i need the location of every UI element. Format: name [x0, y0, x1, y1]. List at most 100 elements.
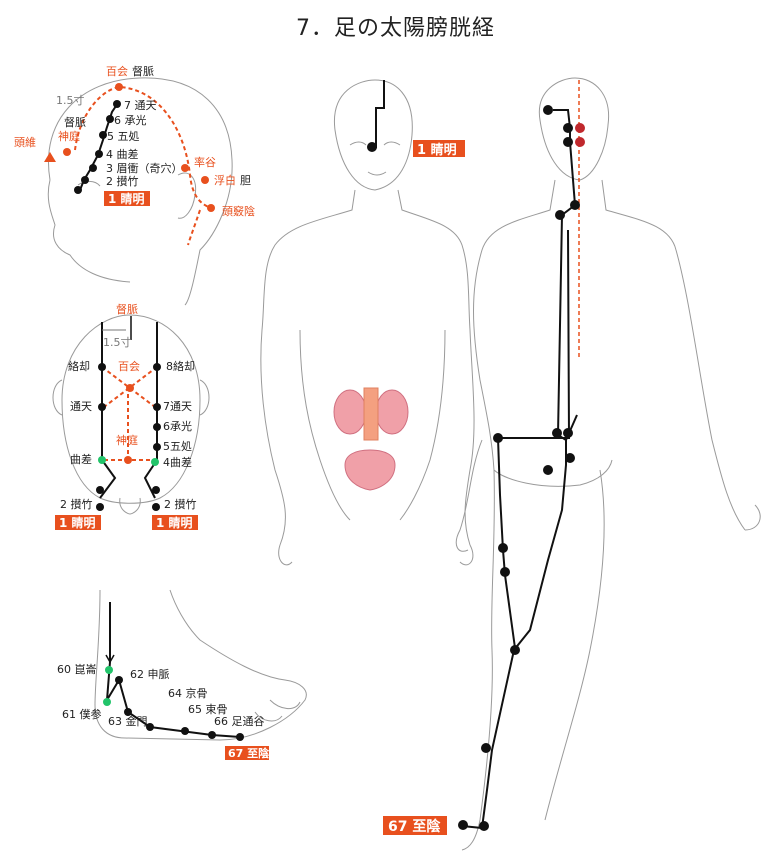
back-bladder-route-main: [461, 109, 577, 830]
head-top-right-channel: [143, 322, 158, 499]
back-point-9: [563, 428, 573, 438]
point-konron: [105, 666, 113, 674]
point-ashitsukoku: [208, 731, 216, 739]
label-p4: 4 曲差: [106, 147, 139, 161]
label-foot-63: 63 金門: [108, 714, 148, 728]
foot-outline: [94, 589, 307, 741]
fuhaku-point: [201, 176, 209, 184]
back-point-11: [565, 453, 575, 463]
back-point-6: [570, 200, 580, 210]
point-kinmon: [124, 708, 132, 716]
kidney-left: [333, 389, 367, 435]
urinary-bladder: [344, 449, 396, 491]
point-shintei-top: [124, 456, 132, 464]
front-head-outline: [334, 79, 413, 191]
page-title: 7．足の太陽膀胱経: [296, 16, 495, 41]
head-side-point-4: [95, 150, 103, 158]
point-shinmyaku: [115, 676, 123, 684]
point-seimei-right: [152, 503, 160, 511]
label-zui: 頭維: [14, 136, 36, 149]
point-shoko-right: [153, 423, 161, 431]
back-point-15: [510, 645, 520, 655]
label-top-kyokusa-left: 曲差: [70, 452, 92, 466]
ureters: [363, 387, 379, 441]
foot-side-view: 60 崑崙 62 申脈 64 京骨 61 僕参 63 金門 65 束骨 66 足…: [57, 589, 307, 760]
foot-arrowhead: [105, 654, 115, 664]
label-top-sanchiku-right: 2 攅竹: [164, 497, 197, 511]
front-body-outline: [260, 189, 475, 546]
point-tsuten-right: [153, 403, 161, 411]
tag-shiin-foot-bg: [225, 746, 269, 760]
point-seimei-left: [96, 503, 104, 511]
label-tokumyaku: 督脈: [132, 64, 154, 78]
label-shintei: 神庭: [58, 129, 80, 143]
back-head-outline: [538, 77, 610, 181]
point-bokushin: [103, 698, 111, 706]
label-top-sanchiku-left: 2 攅竹: [60, 497, 93, 511]
tag-shiin-back: 67 至陰: [388, 818, 441, 835]
head-side-point-3: [89, 164, 97, 172]
label-top-kyokusa-right: 4曲差: [163, 455, 192, 469]
shintei-point: [63, 148, 71, 156]
label-foot-65: 65 束骨: [188, 703, 228, 716]
point-gosho-right: [153, 443, 161, 451]
label-tokumyaku-2: 督脈: [64, 115, 86, 129]
point-rakkyaku-right: [153, 363, 161, 371]
back-point-5: [575, 137, 585, 147]
head-side-point-2: [81, 176, 89, 184]
point-kyokusa-right: [151, 458, 159, 466]
label-1-5sun: 1.5寸: [56, 93, 85, 107]
head-side-point-1: [74, 186, 82, 194]
label-foot-62: 62 申脈: [130, 667, 170, 681]
hyakue-point: [115, 83, 123, 91]
head-side-point-5: [99, 131, 107, 139]
head-side-point-7: [113, 100, 121, 108]
back-hand-left: [455, 439, 483, 552]
tag-seimei-top-left: 1 睛明: [59, 515, 96, 530]
label-top-tokumyaku: 督脈: [116, 302, 138, 316]
back-point-3: [575, 123, 585, 133]
kyouin-point: [207, 204, 215, 212]
point-keikotsu: [146, 723, 154, 731]
head-side-red-route: [74, 85, 213, 246]
head-side-ear: [177, 172, 197, 219]
back-point-8: [552, 428, 562, 438]
front-body-view: 1 睛明: [260, 79, 475, 566]
back-point-1: [543, 105, 553, 115]
head-side-view: 百会 督脈 1.5寸 督脈 神庭 頭維 7 通天 6 承光 5 五処 4 曲差 …: [14, 64, 255, 306]
back-point-10: [493, 433, 503, 443]
label-foot-60: 60 崑崙: [57, 663, 97, 676]
front-hand-right: [459, 544, 474, 566]
label-sokkoku: 率谷: [194, 155, 216, 169]
label-p2: 2 攅竹: [106, 174, 139, 188]
head-side-point-6: [106, 115, 114, 123]
front-bladder-route: [372, 80, 385, 148]
label-top-tsuten-left: 通天: [70, 400, 92, 413]
kidney-right: [375, 389, 409, 435]
foot-toe-line: [254, 699, 301, 722]
label-fuhaku: 浮白: [214, 173, 236, 187]
back-body-outline: [461, 179, 746, 851]
tag-seimei-top-right: 1 睛明: [156, 515, 193, 530]
label-p3: 3 眉衝（奇穴）: [106, 161, 183, 175]
label-top-tsuten-right: 7通天: [163, 400, 192, 413]
tag-seimei-top-left-bg: [55, 515, 101, 530]
label-foot-66: 66 足通谷: [214, 715, 265, 728]
tag-seimei-front-bg: [413, 140, 465, 157]
back-point-12: [543, 465, 553, 475]
back-hand-right: [744, 504, 761, 531]
sokkoku-point: [181, 164, 189, 172]
point-sanchiku-right: [152, 486, 160, 494]
label-foot-64: 64 京骨: [168, 686, 208, 700]
back-point-4: [563, 137, 573, 147]
label-p7: 7 通天: [124, 99, 157, 112]
back-body-view: 67 至陰: [383, 77, 761, 851]
head-top-view: 督脈 1.5寸 絡却 百会 8絡却 通天 7通天 6承光 神庭 5五処 曲差 4…: [52, 302, 210, 530]
point-seimei-front: [367, 142, 377, 152]
point-kyokusa-left: [98, 456, 106, 464]
back-point-17: [458, 820, 468, 830]
label-p5: 5 五処: [107, 130, 140, 143]
point-tsuten-left: [98, 403, 106, 411]
front-hand-left: [278, 544, 293, 566]
